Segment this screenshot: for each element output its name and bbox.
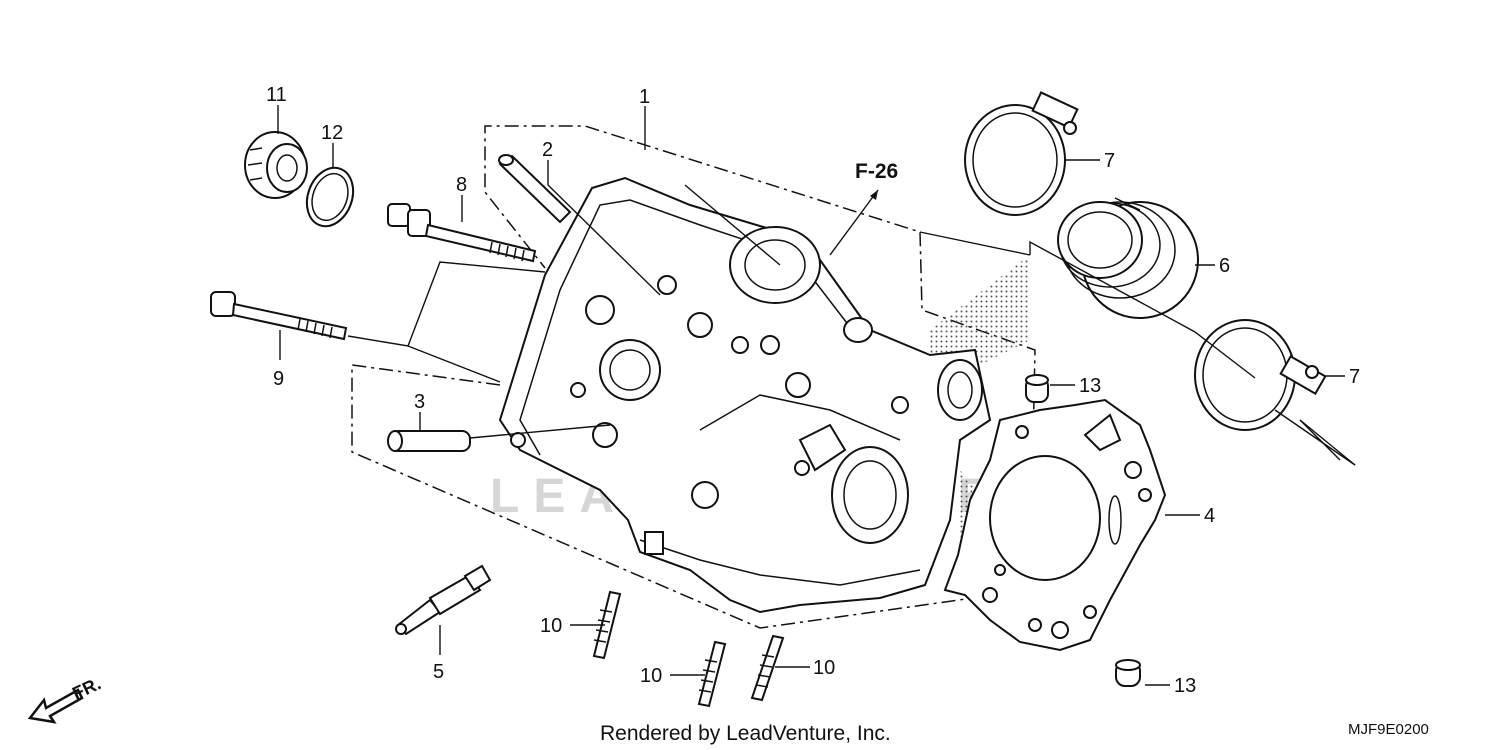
- front-direction-indicator: FR.: [27, 673, 104, 724]
- callout-5[interactable]: 5: [433, 661, 444, 683]
- dowel-pin-3[interactable]: [387, 430, 471, 452]
- reference-label[interactable]: F-26: [855, 160, 898, 183]
- callout-13b[interactable]: 13: [1174, 675, 1196, 697]
- front-arrow-icon: [27, 688, 84, 724]
- stud-bolt-c[interactable]: [750, 634, 785, 702]
- head-gasket[interactable]: [943, 398, 1167, 652]
- callout-10c[interactable]: 10: [813, 657, 835, 679]
- callout-7b[interactable]: 7: [1349, 366, 1360, 388]
- callout-4[interactable]: 4: [1204, 505, 1215, 527]
- callout-11[interactable]: 11: [266, 84, 287, 106]
- callout-1[interactable]: 1: [639, 86, 650, 108]
- callout-9[interactable]: 9: [273, 368, 284, 390]
- callout-10a[interactable]: 10: [540, 615, 562, 637]
- callout-8[interactable]: 8: [456, 174, 467, 196]
- spark-plug[interactable]: [395, 564, 492, 636]
- callout-2[interactable]: 2: [542, 139, 553, 161]
- intake-boot[interactable]: [1057, 197, 1199, 319]
- dowel-pin-13-top[interactable]: [1025, 374, 1049, 403]
- rendered-by-credit: Rendered by LeadVenture, Inc.: [600, 722, 891, 745]
- stud-bolt-a[interactable]: [592, 590, 622, 660]
- cap-part[interactable]: [244, 131, 308, 199]
- dowel-pin-13-bottom[interactable]: [1115, 659, 1141, 687]
- leader-lines: [277, 105, 1356, 686]
- callout-10b[interactable]: 10: [640, 665, 662, 687]
- callout-7a[interactable]: 7: [1104, 150, 1115, 172]
- callout-labels: 11 12 8 9 1 2 3 5 10 10 10 13 13 4 6 7 7: [266, 84, 1360, 697]
- stud-bolt-b[interactable]: [697, 640, 727, 708]
- hose-clamp-top[interactable]: [964, 91, 1079, 216]
- diagram-code: MJF9E0200: [1348, 721, 1429, 738]
- callout-3[interactable]: 3: [414, 391, 425, 413]
- bolt-8[interactable]: [387, 203, 537, 263]
- bolt-9[interactable]: [210, 291, 348, 341]
- hose-clamp-bottom[interactable]: [1194, 319, 1327, 431]
- cylinder-head[interactable]: [498, 176, 992, 614]
- o-ring[interactable]: [299, 161, 361, 232]
- dowel-pin-2[interactable]: [498, 154, 572, 224]
- callout-13a[interactable]: 13: [1079, 375, 1101, 397]
- callout-12[interactable]: 12: [321, 122, 343, 144]
- callout-6[interactable]: 6: [1219, 255, 1230, 277]
